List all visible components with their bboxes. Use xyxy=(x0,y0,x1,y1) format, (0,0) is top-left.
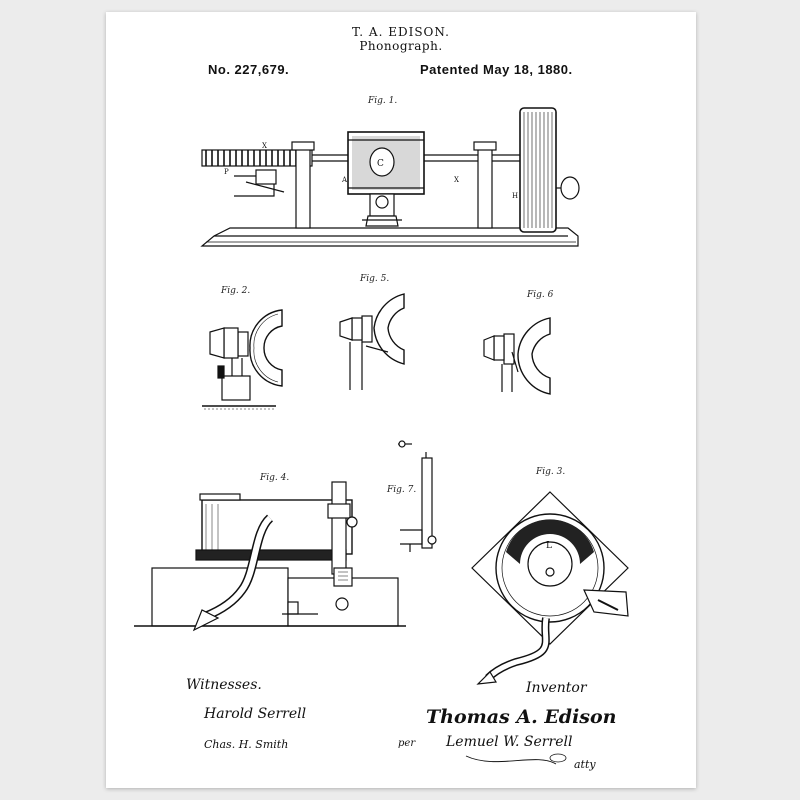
patent-date: Patented May 18, 1880. xyxy=(420,62,573,77)
inventor-signature: Thomas A. Edison xyxy=(426,706,617,728)
patent-subtitle: Phonograph. xyxy=(359,39,443,53)
fig5-label: Fig. 5. xyxy=(360,274,390,284)
attys-label: atty xyxy=(574,758,596,771)
per-label: per xyxy=(398,738,416,749)
fig3-drawing: L xyxy=(471,491,629,685)
fig1-drawing: C A X X H P xyxy=(200,107,580,247)
fig7-label: Fig. 7. xyxy=(387,485,417,495)
signature-flourish xyxy=(465,755,557,765)
fig2-drawing xyxy=(202,309,283,410)
fig3-label: Fig. 3. xyxy=(536,467,566,477)
svg-text:X: X xyxy=(454,176,459,184)
svg-text:X: X xyxy=(262,142,267,150)
fig2-label: Fig. 2. xyxy=(221,286,251,296)
witnesses-heading: Witnesses. xyxy=(186,677,262,693)
fig4-drawing xyxy=(134,481,406,632)
svg-text:C: C xyxy=(377,159,384,169)
inventor-heading: Inventor xyxy=(526,680,587,696)
fig5-drawing xyxy=(339,293,405,390)
attorney-signature: Lemuel W. Serrell xyxy=(446,734,573,750)
witness-2-signature: Chas. H. Smith xyxy=(204,738,289,751)
svg-text:H: H xyxy=(512,192,518,200)
patent-title: T. A. EDISON. xyxy=(352,25,450,39)
svg-text:P: P xyxy=(224,168,229,176)
fig4-label: Fig. 4. xyxy=(260,473,290,483)
fig6-drawing xyxy=(483,317,551,395)
patent-drawings: C A X X H P xyxy=(134,107,629,765)
fig6-label: Fig. 6 xyxy=(527,290,554,300)
fig1-label: Fig. 1. xyxy=(368,96,398,106)
svg-text:A: A xyxy=(341,176,348,184)
patent-number: No. 227,679. xyxy=(208,62,290,77)
witness-1-signature: Harold Serrell xyxy=(204,706,307,722)
fig7-drawing xyxy=(398,440,437,552)
patent-poster: T. A. EDISON. Phonograph. No. 227,679. P… xyxy=(106,12,696,788)
svg-text:L: L xyxy=(546,541,552,551)
